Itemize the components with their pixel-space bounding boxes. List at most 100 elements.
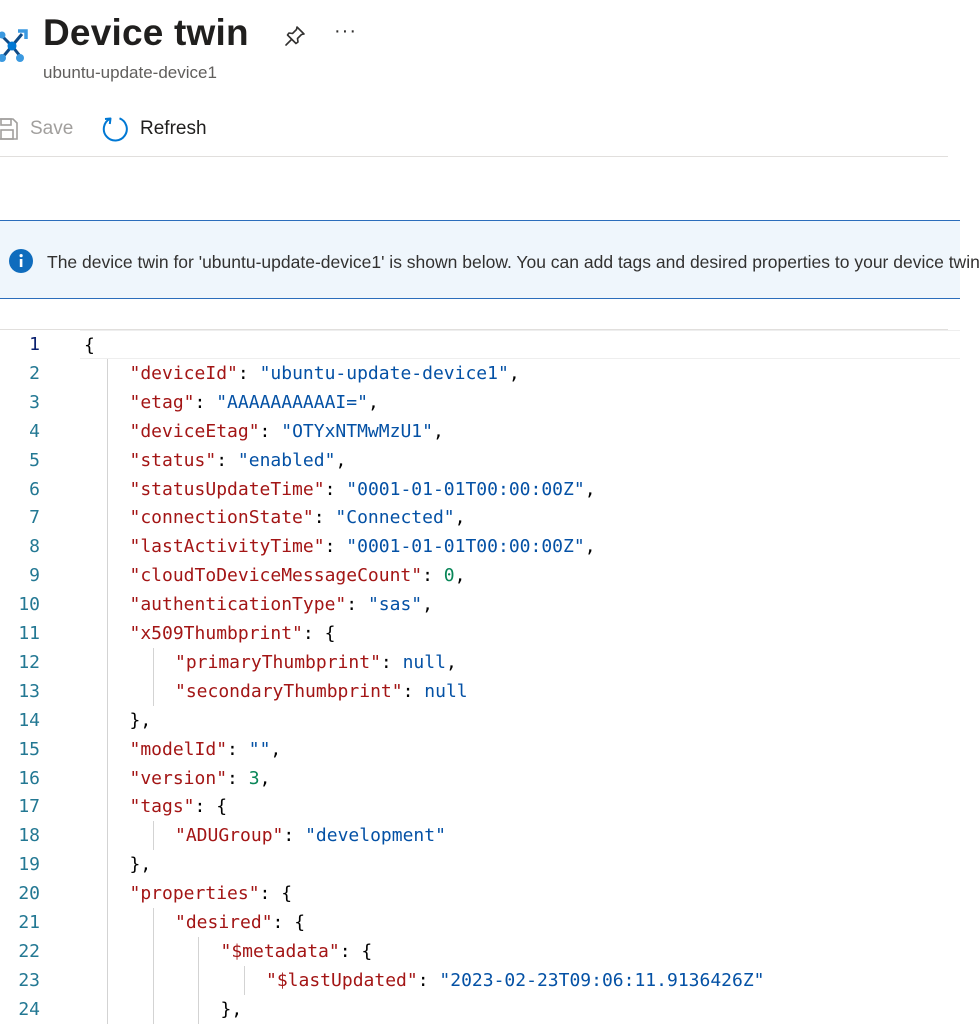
code-content[interactable]: "status": "enabled", <box>80 445 960 475</box>
code-token: , <box>454 565 466 587</box>
refresh-icon <box>102 117 128 142</box>
code-content[interactable]: "x509Thumbprint": { <box>80 619 960 648</box>
code-token: "secondaryThumbprint" <box>175 680 403 702</box>
code-line[interactable]: 6 "statusUpdateTime": "0001-01-01T00:00:0… <box>0 474 948 504</box>
code-token: "tags" <box>129 796 195 818</box>
code-content[interactable]: "deviceId": "ubuntu-update-device1", <box>80 358 960 388</box>
code-line[interactable]: 14}, <box>0 705 948 735</box>
code-token: { <box>84 335 95 356</box>
more-icon[interactable]: ··· <box>334 20 357 42</box>
code-content[interactable]: "etag": "AAAAAAAAAAI=", <box>80 387 960 417</box>
code-content[interactable]: }, <box>80 994 960 1024</box>
code-text: "authenticationType": "sas", <box>130 590 433 619</box>
code-line[interactable]: 13"secondaryThumbprint": null <box>0 676 948 706</box>
code-line[interactable]: 9"cloudToDeviceMessageCount": 0, <box>0 561 948 591</box>
indent-guide <box>107 387 108 417</box>
code-line[interactable]: 22"$metadata": { <box>0 936 948 966</box>
code-line[interactable]: 24}, <box>0 994 948 1024</box>
line-number: 21 <box>18 912 40 933</box>
code-text: "primaryThumbprint": null, <box>175 648 457 677</box>
code-line[interactable]: 4"deviceEtag": "OTYxNTMwMzU1", <box>0 416 948 446</box>
code-content[interactable]: "primaryThumbprint": null, <box>80 647 960 677</box>
code-line[interactable]: 20"properties": { <box>0 879 948 909</box>
line-number: 6 <box>29 478 40 500</box>
indent-guide <box>107 474 108 504</box>
indent-guide <box>243 965 245 995</box>
json-editor[interactable]: 1{2"deviceId": "ubuntu-update-device1",3… <box>0 329 960 1024</box>
code-content[interactable]: "$lastUpdated": "2023-02-23T09:06:11.913… <box>80 965 960 995</box>
code-token: : <box>380 651 403 673</box>
code-text: { <box>84 331 95 360</box>
code-token: , <box>270 738 282 760</box>
indent-guide <box>107 821 108 851</box>
code-token: "development" <box>305 825 446 847</box>
pin-icon[interactable] <box>283 24 307 48</box>
indent-guide <box>107 416 108 446</box>
code-line[interactable]: 19}, <box>0 850 948 880</box>
code-line[interactable]: 3"etag": "AAAAAAAAAAI=", <box>0 387 948 417</box>
code-line[interactable]: 10"authenticationType": "sas", <box>0 590 948 620</box>
code-line[interactable]: 16"version": 3, <box>0 763 948 793</box>
code-line[interactable]: 15"modelId": "", <box>0 734 948 764</box>
code-token: null <box>424 680 468 702</box>
code-token: , <box>335 449 347 471</box>
code-token: "modelId" <box>129 738 228 760</box>
code-content[interactable]: "desired": { <box>80 908 960 937</box>
indent-guide <box>107 965 108 995</box>
code-content[interactable]: "deviceEtag": "OTYxNTMwMzU1", <box>80 416 960 446</box>
code-content[interactable]: "tags": { <box>80 792 960 822</box>
code-content[interactable]: "lastActivityTime": "0001-01-01T00:00:00… <box>80 532 960 562</box>
code-token: : <box>216 449 238 471</box>
code-line[interactable]: 2"deviceId": "ubuntu-update-device1", <box>0 358 948 388</box>
code-content[interactable]: "authenticationType": "sas", <box>80 590 960 620</box>
code-content[interactable]: }, <box>80 850 960 880</box>
code-line[interactable]: 8"lastActivityTime": "0001-01-01T00:00:0… <box>0 532 948 562</box>
code-token: }, <box>129 709 152 731</box>
code-line[interactable]: 12"primaryThumbprint": null, <box>0 647 948 677</box>
indent-guide <box>198 965 199 995</box>
code-line[interactable]: 7"connectionState": "Connected", <box>0 503 948 533</box>
code-line[interactable]: 5"status": "enabled", <box>0 445 948 475</box>
code-token: : <box>417 969 440 991</box>
code-text: "statusUpdateTime": "0001-01-01T00:00:00… <box>130 475 596 504</box>
code-content[interactable]: "modelId": "", <box>80 734 960 764</box>
iot-device-icon <box>0 29 28 62</box>
code-line[interactable]: 11"x509Thumbprint": { <box>0 619 948 648</box>
code-token: "properties" <box>129 883 260 905</box>
code-line[interactable]: 21"desired": { <box>0 908 948 937</box>
code-content[interactable]: "cloudToDeviceMessageCount": 0, <box>80 561 960 591</box>
code-content[interactable]: "statusUpdateTime": "0001-01-01T00:00:00… <box>80 474 960 504</box>
code-line[interactable]: 1{ <box>0 330 960 359</box>
line-number: 5 <box>29 449 40 471</box>
code-line[interactable]: 17"tags": { <box>0 792 948 822</box>
indent-guide <box>107 445 108 475</box>
code-content[interactable]: }, <box>80 705 960 735</box>
code-content[interactable]: "properties": { <box>80 879 960 909</box>
code-token: , <box>422 594 433 616</box>
code-content[interactable]: "$metadata": { <box>80 936 960 966</box>
indent-guide <box>107 561 108 591</box>
line-number: 9 <box>29 565 40 587</box>
code-token: : <box>324 478 347 500</box>
save-button[interactable]: Save <box>0 108 73 150</box>
indent-guide <box>152 936 154 966</box>
code-line[interactable]: 23"$lastUpdated": "2023-02-23T09:06:11.9… <box>0 965 948 995</box>
code-token: "AAAAAAAAAAI=" <box>216 391 368 413</box>
line-number: 2 <box>29 362 40 384</box>
page-title: Device twin <box>43 12 249 53</box>
code-text: "tags": { <box>130 792 228 821</box>
code-content[interactable]: "connectionState": "Connected", <box>80 503 960 533</box>
code-content[interactable]: { <box>80 330 960 359</box>
indent-guide <box>107 532 108 562</box>
refresh-button[interactable]: Refresh <box>100 108 207 150</box>
page-subtitle: ubuntu-update-device1 <box>43 63 217 82</box>
line-number: 13 <box>18 680 40 702</box>
code-content[interactable]: "ADUGroup": "development" <box>80 821 960 851</box>
code-content[interactable]: "secondaryThumbprint": null <box>80 676 960 706</box>
banner-message: The device twin for 'ubuntu-update-devic… <box>47 252 980 272</box>
code-token: "connectionState" <box>129 507 314 529</box>
code-content[interactable]: "version": 3, <box>80 763 960 793</box>
code-line[interactable]: 18"ADUGroup": "development" <box>0 821 948 851</box>
code-token: : <box>237 362 260 384</box>
refresh-label: Refresh <box>140 118 207 139</box>
